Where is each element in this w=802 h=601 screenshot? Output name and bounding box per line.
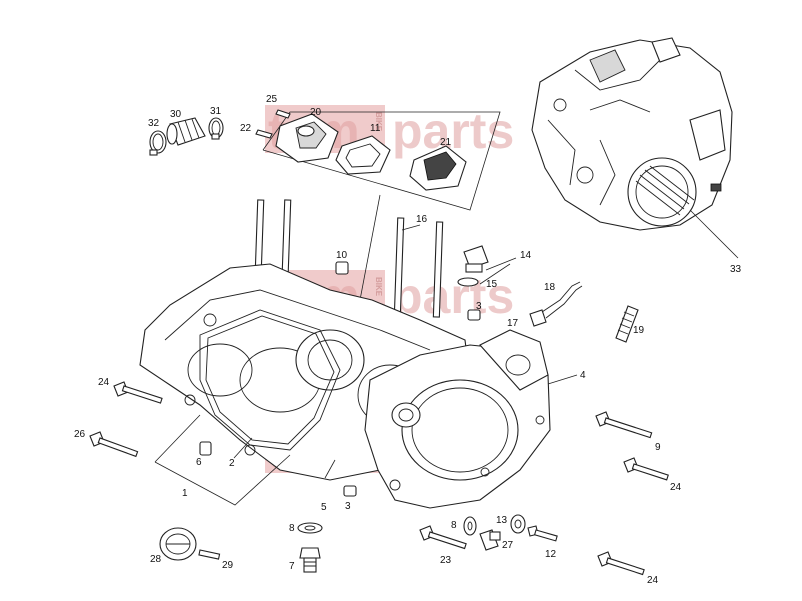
callout-14: 14 [520,250,532,261]
screw-22 [255,129,273,139]
callout-26: 26 [74,429,86,440]
filler-cap-14 [463,245,489,273]
drain-plug-7 [299,547,321,573]
bolt-9 [595,411,653,439]
callout-21: 21 [440,137,452,148]
bolt-12 [527,525,558,542]
watermark-middle-text: BIKE [374,277,383,297]
dowel-6 [199,441,212,456]
callout-16: 16 [416,214,428,225]
callout-24-right-upper: 24 [670,482,682,493]
callout-24-right-lower: 24 [647,575,659,586]
callout-33-leader [689,209,739,259]
callout-4: 4 [580,370,586,381]
washer-8-right [463,516,477,536]
callout-31: 31 [210,106,222,117]
washer-13 [510,514,526,534]
watermark-right-text: parts [392,268,514,324]
callout-2: 2 [229,458,235,469]
callout-11: 11 [370,123,381,134]
bolt-23 [419,525,467,550]
callout-24-left: 24 [98,377,110,388]
callout-22: 22 [240,123,252,134]
dowel-3-upper [467,309,481,321]
spring-19 [615,305,639,343]
crankcase-right-half-4 [364,329,551,509]
clamp-31 [208,117,224,140]
clamp-32 [149,130,167,156]
callout-8-right: 8 [451,520,457,531]
callout-28: 28 [150,554,162,565]
gasket-2 [199,309,341,451]
bolt-24-right-lower [597,551,645,576]
callout-32: 32 [148,118,160,129]
callout-labels: 1 2 3 3 4 5 6 7 8 8 9 10 11 12 13 14 15 … [74,94,742,586]
fitting-17 [529,309,547,327]
screw-29 [198,549,221,560]
reed-block-21 [409,145,467,191]
callout-5: 5 [321,502,327,513]
complete-engine [531,37,733,231]
callout-17: 17 [507,318,519,329]
callout-23: 23 [440,555,452,566]
bolt-26 [89,431,139,458]
callout-19: 19 [633,325,645,336]
dowel-3-lower [343,485,357,497]
callout-33: 33 [730,264,742,275]
callout-3-lower: 3 [345,501,351,512]
callout-29: 29 [222,560,234,571]
callout-30: 30 [170,109,182,120]
gasket-11 [335,135,391,175]
callout-12: 12 [545,549,557,560]
bolt-24-right-upper [623,457,669,481]
watermark-middle-text: BIKE [374,112,383,132]
cap-28 [159,527,197,561]
intake-hose-30 [166,117,206,146]
plug-27 [479,529,501,551]
bolt-24-left [113,381,163,404]
watermark-right-text: parts [392,103,514,159]
hose-18 [541,281,583,319]
reed-group-bracket [262,111,501,301]
dowel-10 [335,261,349,275]
screw-25 [275,109,291,119]
callout-15: 15 [486,279,498,290]
callout-3-upper: 3 [476,301,482,312]
callout-1: 1 [182,488,188,499]
callout-7: 7 [289,561,295,572]
o-ring-15 [457,277,479,287]
callout-10: 10 [336,250,348,261]
callout-25: 25 [266,94,278,105]
washer-8-left [297,522,323,534]
reed-housing-20 [275,113,339,163]
callout-20: 20 [310,107,322,118]
callout-27: 27 [502,540,514,551]
callout-6: 6 [196,457,202,468]
callout-18: 18 [544,282,556,293]
crankcase-bracket-1 [154,414,291,506]
callout-13: 13 [496,515,508,526]
callout-9: 9 [655,442,661,453]
callout-8-left: 8 [289,523,295,534]
